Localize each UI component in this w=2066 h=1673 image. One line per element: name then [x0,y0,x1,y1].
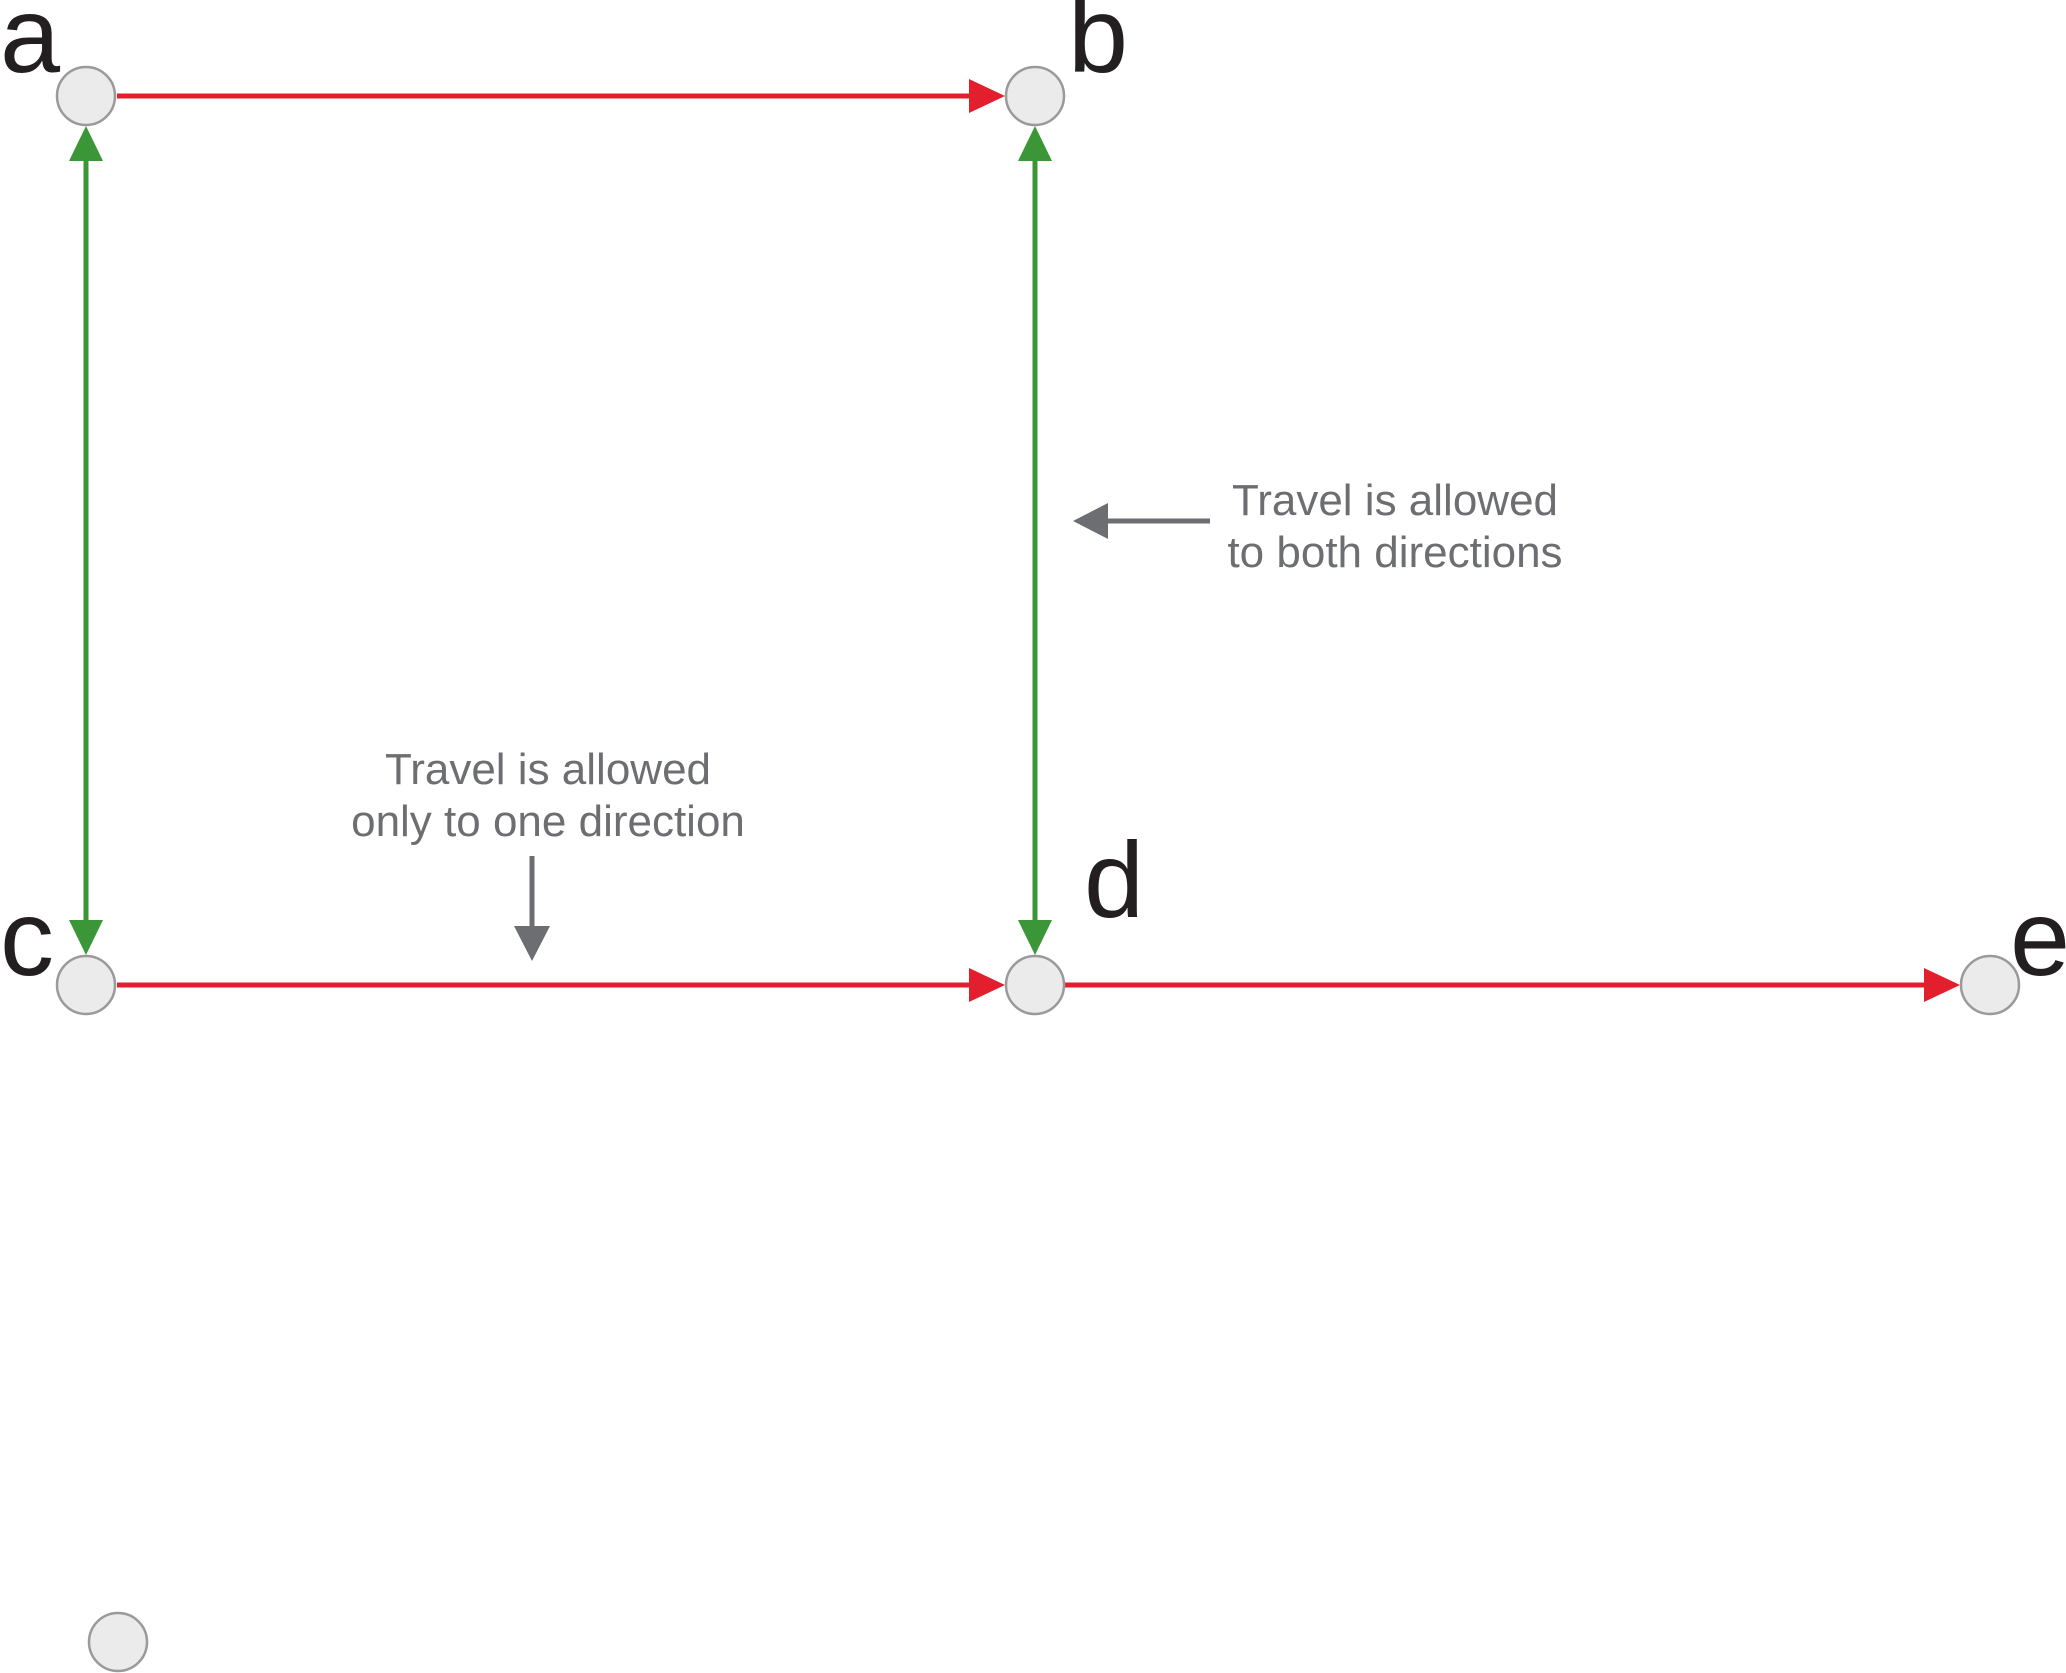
arrowhead-b-d-down [1018,920,1052,955]
annotation-arrow-one-head [514,926,550,961]
node-isolated [87,1611,149,1673]
arrowhead-c-d [969,968,1005,1002]
annotation-one-direction: Travel is allowed only to one direction [351,745,745,846]
annotation-one-line1: Travel is allowed [385,745,711,794]
node-labels: a b c d e [0,0,2066,998]
one-way-edges [117,79,1960,1002]
node-label-b: b [1068,0,1128,95]
node-label-d: d [1084,819,1144,940]
node-b [1004,65,1066,127]
annotation-both-directions: Travel is allowed to both directions [1227,476,1562,577]
arrowhead-a-b [969,79,1005,113]
node-a [55,65,117,127]
node-c [55,954,117,1016]
arrowhead-a-c-down [69,920,103,955]
annotation-arrows [514,503,1210,961]
node-e [1959,954,2021,1016]
nodes [55,65,2021,1673]
arrowhead-b-d-up [1018,126,1052,161]
node-label-a: a [0,0,61,95]
annotation-arrow-both-head [1073,503,1108,539]
arrowhead-d-e [1924,968,1960,1002]
node-label-e: e [2010,877,2066,998]
annotation-one-line2: only to one direction [351,797,745,846]
annotation-both-line2: to both directions [1227,528,1562,577]
arrowhead-a-c-up [69,126,103,161]
node-d [1004,954,1066,1016]
annotation-both-line1: Travel is allowed [1232,476,1558,525]
two-way-edges [69,126,1052,955]
node-label-c: c [0,877,54,998]
